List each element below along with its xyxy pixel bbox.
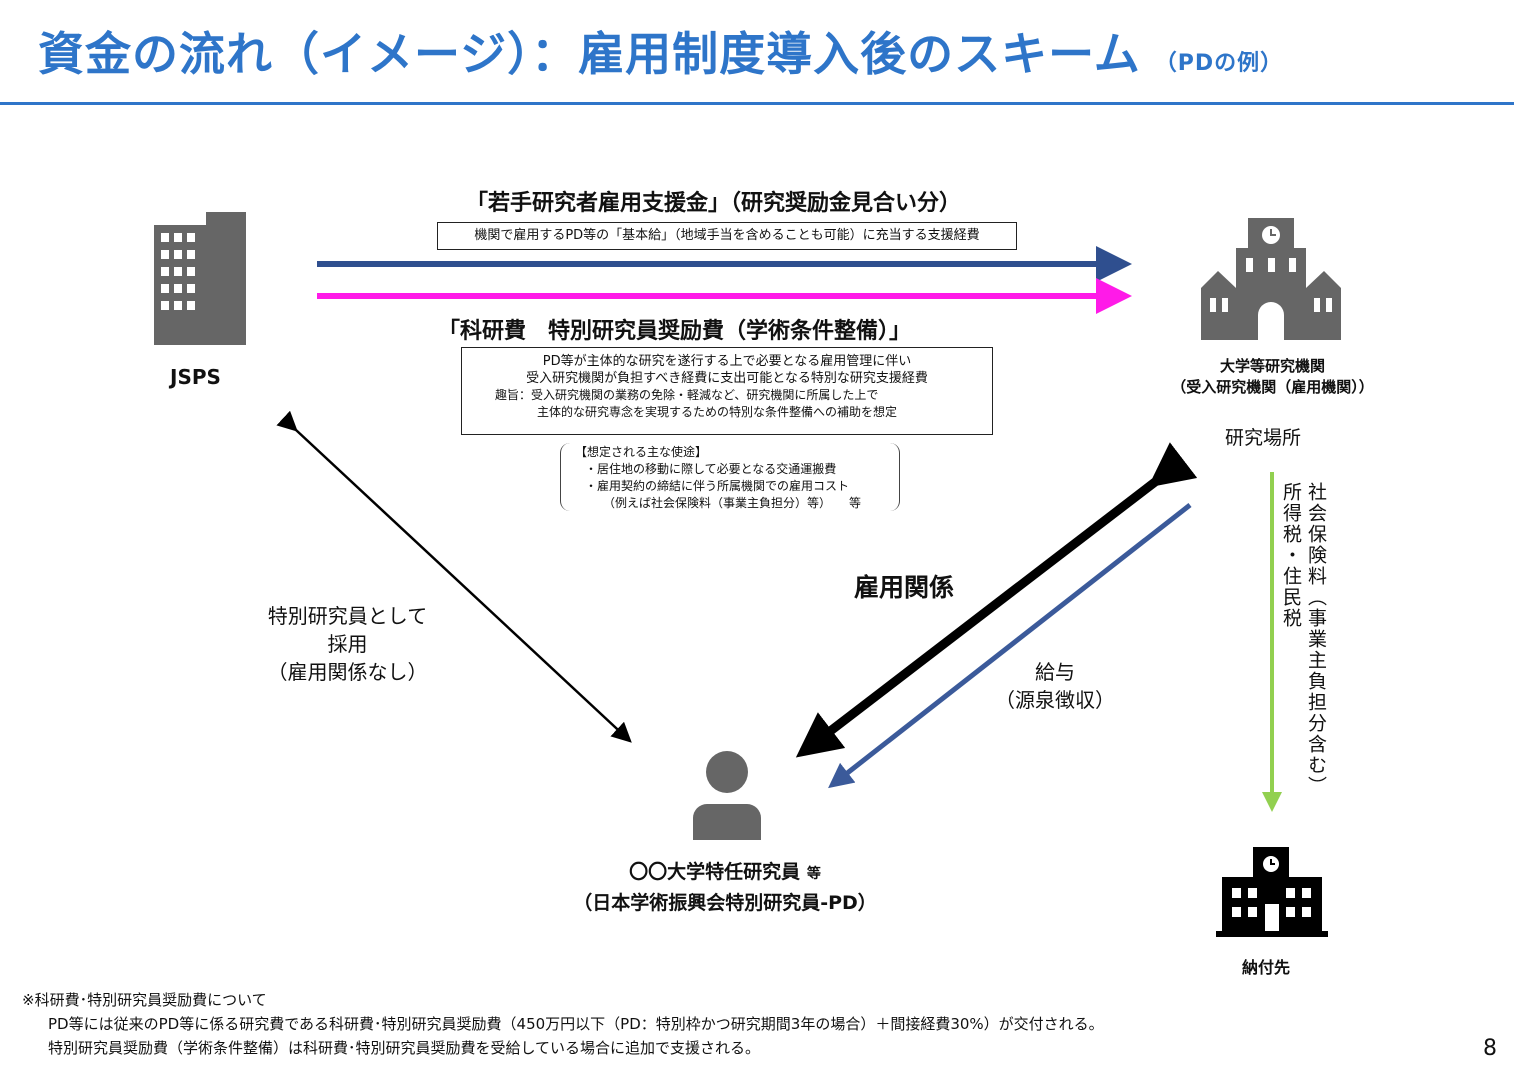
grant-purpose-line-2: 主体的な研究専念を実現するための特別な条件整備への補助を想定 — [537, 405, 898, 419]
salary-arrow — [828, 503, 1192, 789]
grant-desc-line-1: PD等が主体的な研究を遂行する上で必要となる雇用管理に伴い — [542, 354, 912, 369]
title-rule — [0, 102, 1514, 105]
footnote-line-2: PD等には従来のPD等に係る研究費である科研費･特別研究員奨励費（450万円以下… — [48, 1015, 1104, 1033]
uses-list: 【想定される主な使途】 ・居住地の移動に際して必要となる交通運搬費 ・雇用契約の… — [560, 443, 900, 511]
footnote: ※科研費･特別研究員奨励費について PD等には従来のPD等に係る研究費である科研… — [22, 988, 1104, 1060]
page-title: 資金の流れ（イメージ）：雇用制度導入後のスキーム （PDの例） — [38, 18, 1283, 84]
employment-arrow — [795, 442, 1198, 758]
university-label-line-1: 大学等研究機関 — [1219, 357, 1325, 375]
university-label: 大学等研究機関 （受入研究機関（雇用機関）） — [1140, 356, 1405, 398]
salary-label-line-2: （源泉徴収） — [995, 688, 1115, 712]
subsidy-title: 「若手研究者雇用支援金」（研究奨励金見合い分） — [466, 191, 962, 216]
title-main: 資金の流れ（イメージ）：雇用制度導入後のスキーム — [38, 27, 1141, 81]
adoption-arrow — [276, 410, 632, 743]
grant-desc-line-2: 受入研究機関が負担すべき経費に支出可能となる特別な研究支援経費 — [526, 371, 928, 386]
uses-item-2: ・雇用契約の締結に伴う所属機関での雇用コスト — [585, 479, 850, 493]
page-number: 8 — [1483, 1036, 1497, 1061]
jsps-label: JSPS — [170, 365, 221, 389]
building-icon — [154, 212, 246, 345]
salary-label: 給与 （源泉徴収） — [995, 658, 1115, 714]
payee-label: 納付先 — [1242, 958, 1291, 977]
school-icon — [1216, 847, 1328, 937]
salary-label-line-1: 給与 — [1035, 660, 1075, 684]
uses-item-3: （例えば社会保険料（事業主負担分）等） 等 — [603, 496, 862, 510]
adoption-label-line-2: 採用 — [327, 632, 368, 656]
university-label-line-2: （受入研究機関（雇用機関）） — [1171, 378, 1374, 396]
research-site-label: 研究場所 — [1225, 427, 1302, 449]
researcher-label-suffix: 等 — [806, 866, 821, 882]
researcher-label-line-1: 〇〇大学特任研究員 — [629, 861, 801, 883]
university-icon — [1201, 218, 1341, 340]
person-icon — [693, 751, 761, 840]
adoption-label-line-3: （雇用関係なし） — [267, 660, 428, 684]
adoption-label-line-1: 特別研究員として — [267, 604, 428, 628]
footnote-line-1: ※科研費･特別研究員奨励費について — [22, 991, 267, 1009]
title-sub: （PDの例） — [1154, 51, 1284, 76]
uses-item-1: ・居住地の移動に際して必要となる交通運搬費 — [585, 462, 837, 476]
researcher-label: 〇〇大学特任研究員 等 （日本学術振興会特別研究員-PD） — [520, 858, 930, 918]
researcher-label-line-2: （日本学術振興会特別研究員-PD） — [573, 892, 877, 914]
grant-description-box: PD等が主体的な研究を遂行する上で必要となる雇用管理に伴い 受入研究機関が負担す… — [461, 347, 993, 435]
footnote-line-3: 特別研究員奨励費（学術条件整備）は科研費･特別研究員奨励費を受給している場合に追… — [48, 1039, 761, 1057]
adoption-label: 特別研究員として 採用 （雇用関係なし） — [255, 602, 440, 686]
subsidy-description: 機関で雇用するPD等の「基本給」（地域手当を含めることも可能）に充当する支援経費 — [437, 222, 1017, 250]
employment-label: 雇用関係 — [854, 573, 955, 602]
grant-title: 「科研費 特別研究員奨励費（学術条件整備）」 — [438, 319, 912, 344]
tax-label-column-1: 社会保険料（事業主負担分含む） — [1305, 482, 1327, 797]
grant-purpose-line-1: 趣旨：受入研究機関の業務の免除・軽減など、研究機関に所属した上で — [495, 388, 879, 402]
uses-header: 【想定される主な使途】 — [575, 445, 708, 459]
tax-label-column-2: 所得税・住民税 — [1280, 482, 1302, 629]
